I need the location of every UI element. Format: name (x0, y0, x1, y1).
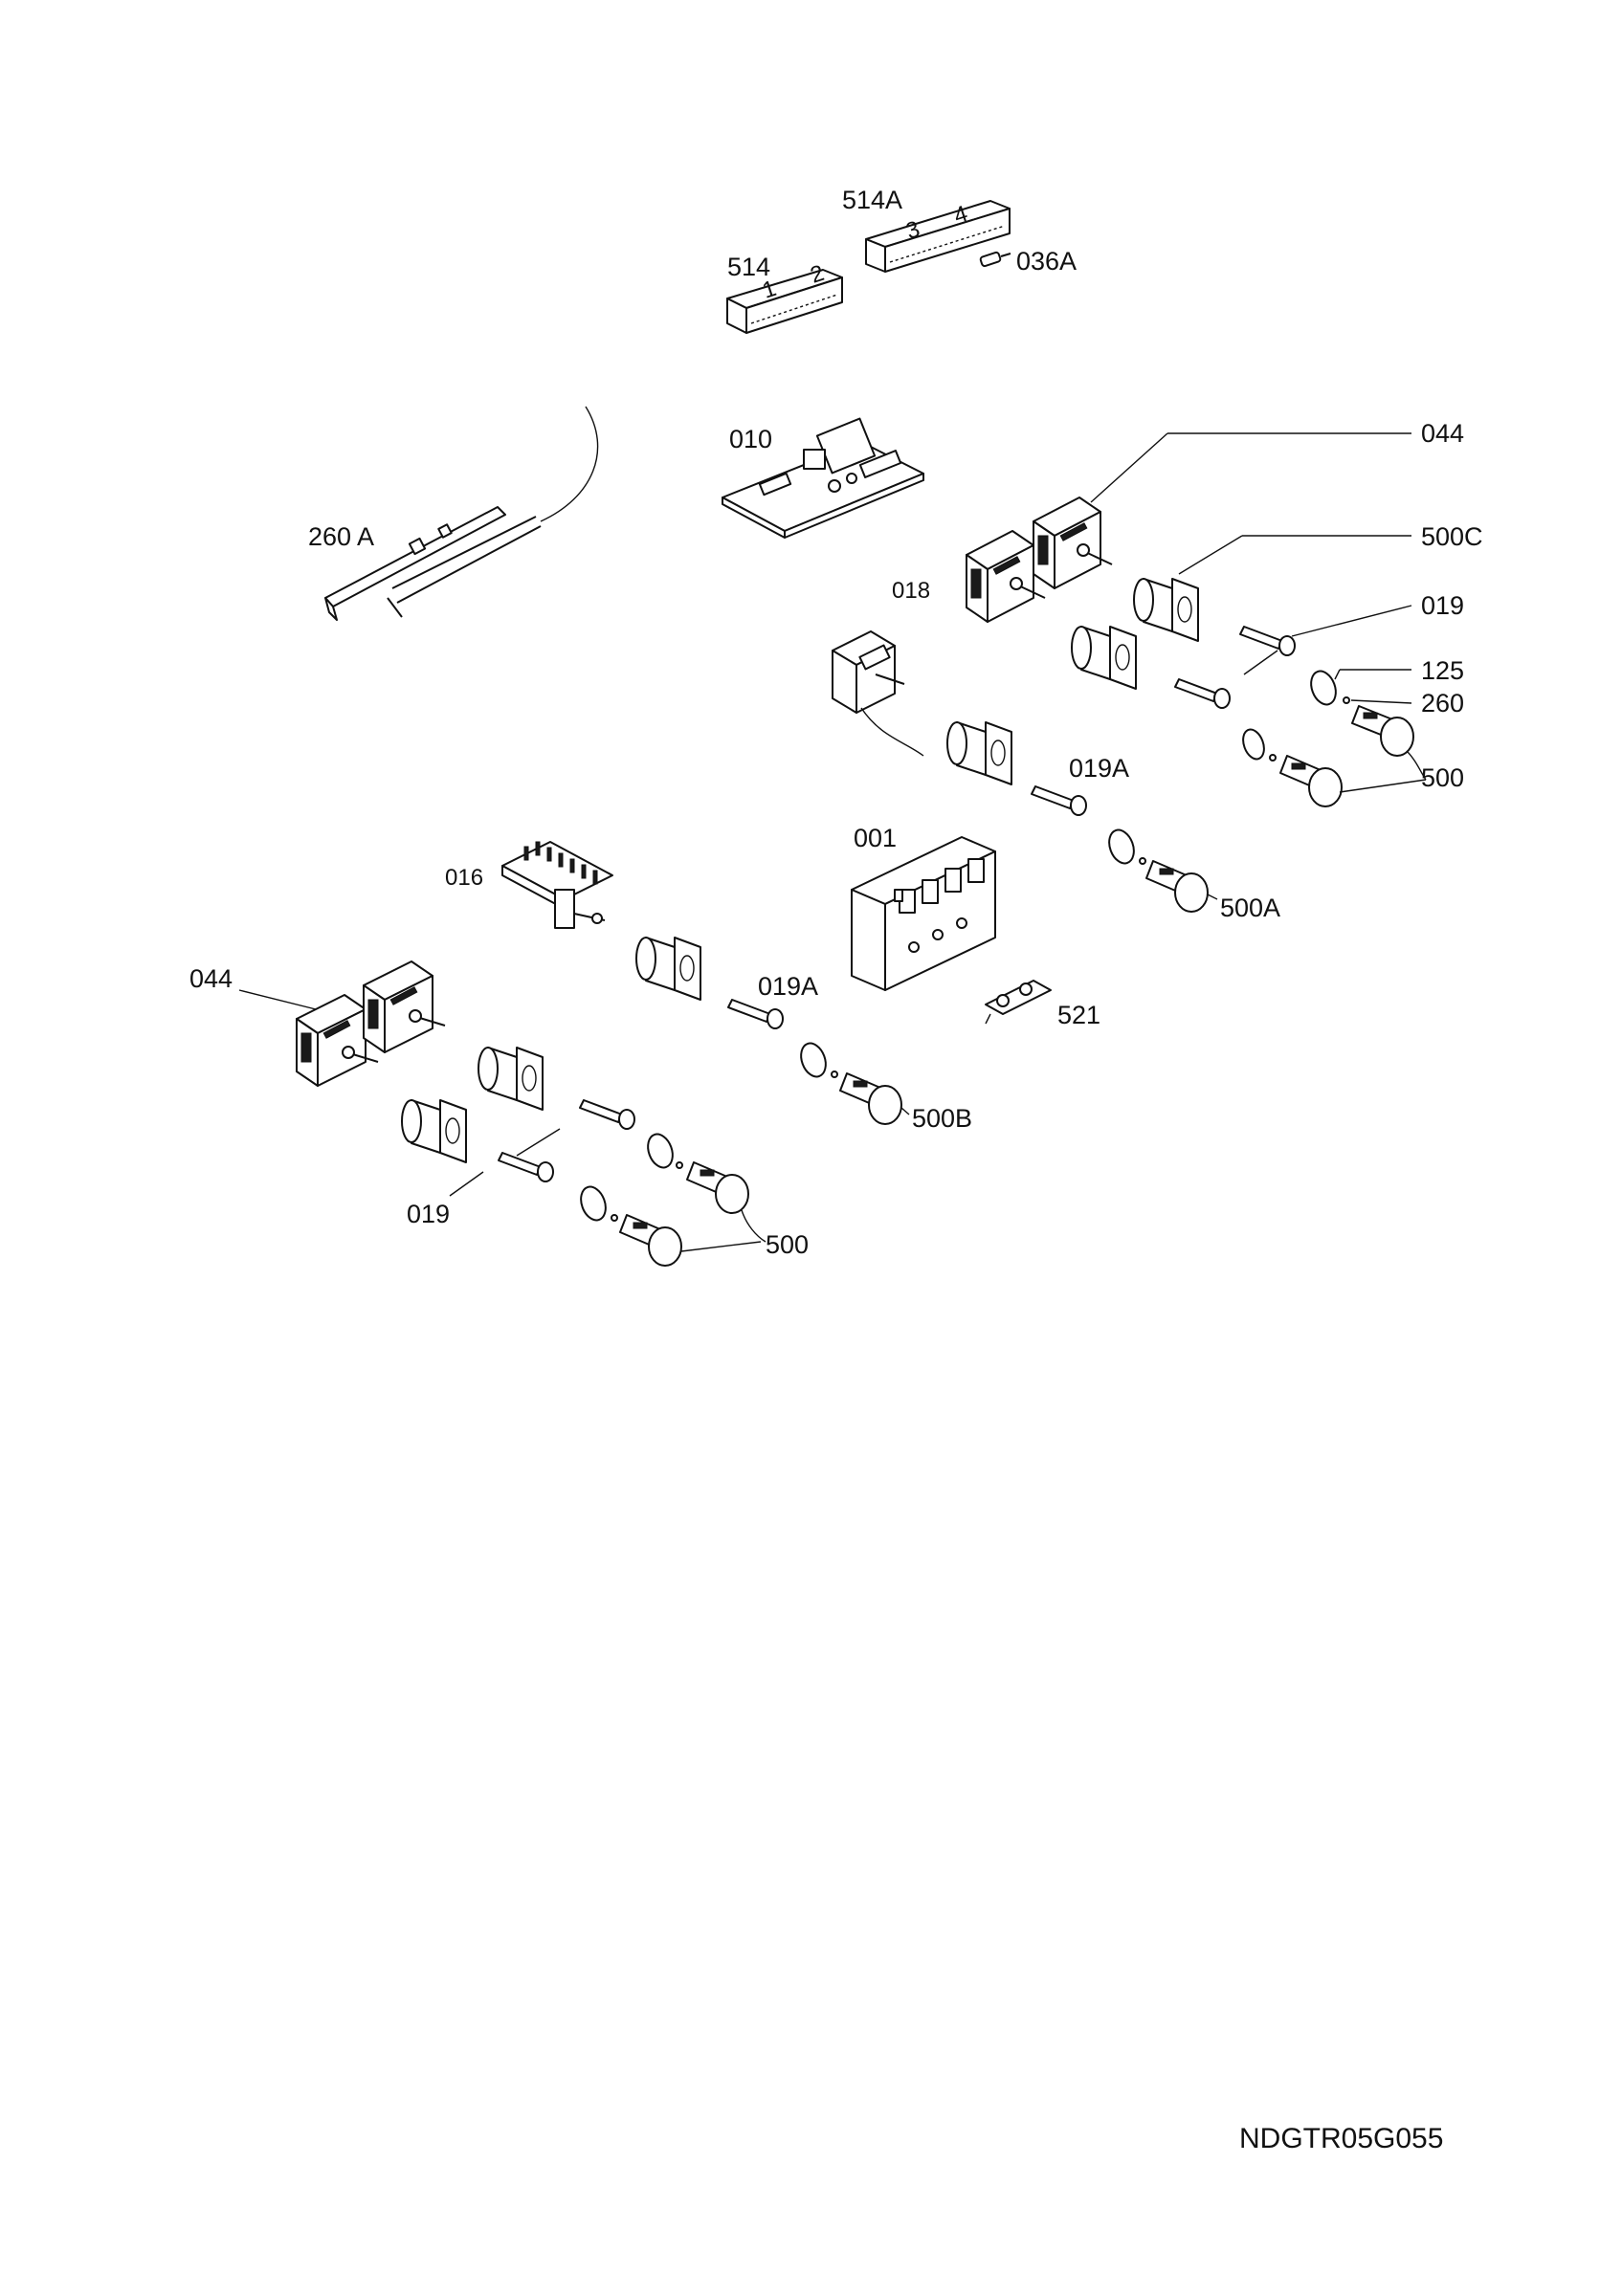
label-500-bottom: 500 (766, 1230, 809, 1259)
pin-260 (1343, 696, 1412, 704)
label-500B: 500B (912, 1104, 972, 1133)
thermostat-018 (832, 630, 924, 757)
bezel-mid-lower (635, 937, 701, 1001)
knob-500A (1108, 828, 1209, 913)
label-018: 018 (892, 578, 930, 604)
label-010: 010 (729, 425, 772, 453)
label-500-top: 500 (1421, 763, 1464, 792)
connector-block-514: 1 2 (726, 260, 843, 334)
label-016: 016 (445, 865, 483, 891)
label-001: 001 (854, 824, 897, 852)
label-036A: 036A (1016, 247, 1077, 276)
leader-500A (1207, 894, 1218, 900)
label-019-top: 019 (1421, 591, 1464, 620)
knob-500-bottom-upper (647, 1133, 767, 1243)
spindle-019A-mid (727, 999, 784, 1029)
control-board-010 (722, 417, 924, 539)
label-521: 521 (1057, 1001, 1100, 1029)
ring-125 (1310, 669, 1411, 706)
label-260A: 260 A (308, 522, 374, 551)
connector-block-514A: 3 4 (865, 200, 1011, 273)
leader-500B (900, 1107, 910, 1115)
label-019A-mid: 019A (758, 972, 818, 1001)
label-260: 260 (1421, 689, 1464, 718)
clip-036A (979, 251, 1011, 268)
bezel-500C-lower (1071, 626, 1137, 690)
label-125: 125 (1421, 656, 1464, 685)
knob-500-top-upper (1351, 705, 1414, 757)
label-514: 514 (727, 253, 770, 281)
timer-display-001 (851, 836, 996, 991)
energy-regulator-044-top (966, 432, 1411, 623)
bezel-left-lower (401, 1099, 467, 1163)
spindle-019-top (1174, 605, 1412, 709)
spindle-019-bottom (449, 1099, 635, 1197)
bezel-mid-upper (946, 721, 1012, 785)
drawing-code: NDGTR05G055 (1239, 2123, 1443, 2154)
knob-500-bottom-lower (580, 1185, 762, 1267)
label-019-bottom: 019 (407, 1200, 450, 1228)
knob-500-top-lower (1242, 728, 1427, 807)
selector-switch-016 (501, 841, 613, 929)
spindle-019A-upper (1031, 785, 1087, 816)
label-500C: 500C (1421, 522, 1483, 551)
label-019A-top: 019A (1069, 754, 1129, 783)
bezel-500C-upper (1133, 535, 1411, 642)
probe-bracket-260A (324, 406, 599, 621)
bezel-left-upper (478, 1047, 544, 1111)
energy-regulator-044-left (238, 960, 446, 1087)
label-044-left: 044 (189, 964, 233, 993)
connector-521 (985, 980, 1052, 1025)
label-044-top: 044 (1421, 419, 1464, 448)
label-514A: 514A (842, 186, 902, 214)
knob-500B (800, 1042, 902, 1125)
label-500A: 500A (1220, 894, 1280, 922)
